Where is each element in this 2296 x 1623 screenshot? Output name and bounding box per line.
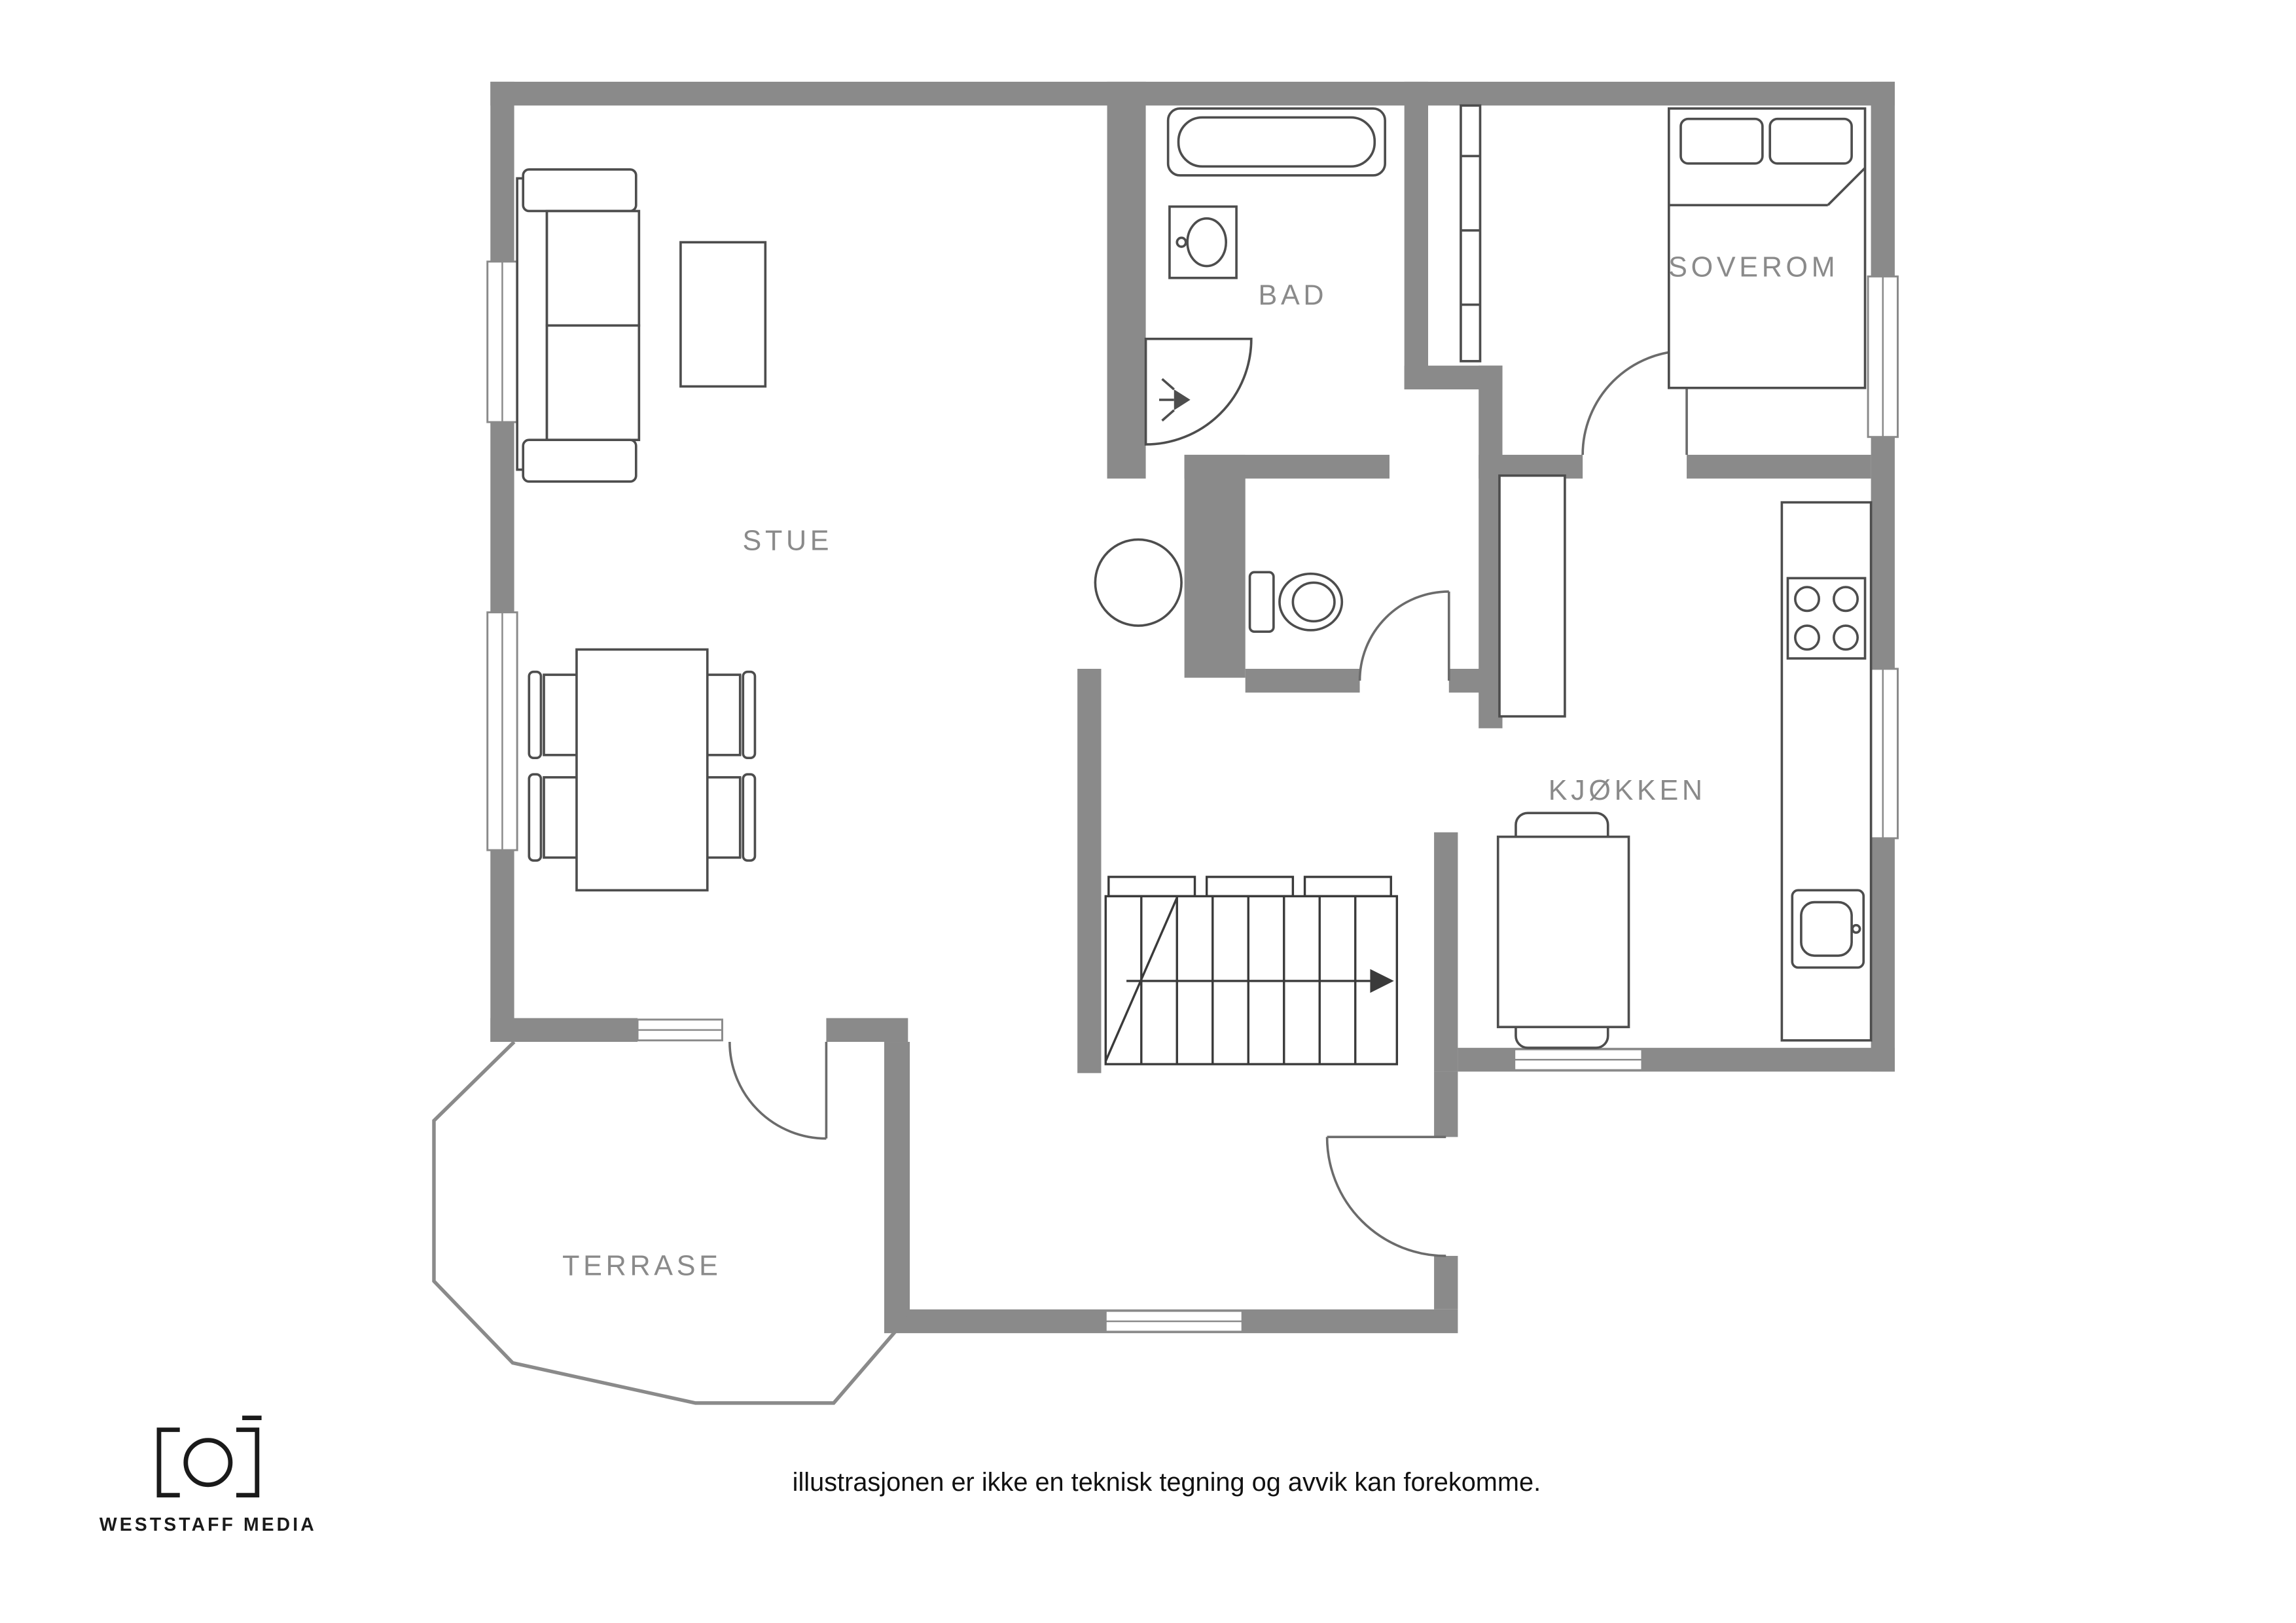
wall-stue-bottom-a xyxy=(490,1018,638,1043)
window-right-upper xyxy=(1867,275,1899,438)
wc-door xyxy=(1358,590,1450,681)
wall-stue-bad xyxy=(1107,81,1146,479)
kitchen-sink xyxy=(1791,889,1865,969)
wall-wc-bottom-a xyxy=(1245,668,1360,693)
bed xyxy=(1668,107,1867,389)
wall-wc-left xyxy=(1184,454,1246,678)
room-label-kjokken: KJØKKEN xyxy=(1549,775,1706,806)
terrace-door xyxy=(728,1042,828,1140)
camera-brackets-icon xyxy=(156,1416,262,1498)
pillow xyxy=(1768,117,1853,165)
wall-soverom-bottom-b xyxy=(1687,454,1871,479)
stair-rail-segment xyxy=(1107,876,1196,898)
window-right-lower xyxy=(1867,668,1899,840)
sliding-door xyxy=(1460,104,1482,363)
walls xyxy=(490,81,1895,1334)
window-kitchen-bottom xyxy=(1513,1048,1643,1071)
window-hall-bottom xyxy=(1104,1310,1244,1333)
terrace-outline xyxy=(432,1041,910,1405)
window-left-upper xyxy=(486,260,518,423)
wall-right xyxy=(1871,81,1895,1072)
logo: WESTSTAFF MEDIA xyxy=(99,1416,317,1535)
toilet xyxy=(1248,571,1344,633)
stair-winder-line xyxy=(1104,897,1178,1062)
kitchen-table xyxy=(1496,835,1630,1029)
window-stue-bottom xyxy=(636,1018,723,1042)
wall-bad-soverom xyxy=(1404,81,1428,390)
wall-kitchen-divider xyxy=(1434,832,1458,1072)
stove xyxy=(1786,577,1867,660)
stair-rail-segment xyxy=(1303,876,1392,898)
wall-stue-bottom-b xyxy=(826,1018,908,1043)
window-left-lower xyxy=(486,611,518,851)
bathroom-sink xyxy=(1168,205,1238,279)
pillow xyxy=(1679,117,1764,165)
wall-entry-lower xyxy=(1434,1256,1458,1310)
dining-chair xyxy=(700,670,757,760)
dining-chair xyxy=(528,670,584,760)
windows xyxy=(486,260,1899,1333)
staircase xyxy=(1104,876,1399,1065)
wall-entry-upper xyxy=(1434,1071,1458,1137)
round-table xyxy=(1094,538,1183,627)
logo-text: WESTSTAFF MEDIA xyxy=(99,1514,317,1535)
showerhead-icon xyxy=(1174,389,1191,410)
dining-chair xyxy=(700,773,757,862)
dining-table xyxy=(575,648,709,892)
sofa xyxy=(516,168,641,483)
room-label-terrase: TERRASE xyxy=(562,1251,721,1282)
coffee-table xyxy=(679,241,767,388)
kitchen-dining-set xyxy=(1496,812,1630,1049)
dining-chair xyxy=(528,773,584,862)
room-label-soverom: SOVEROM xyxy=(1668,251,1839,283)
corner-shower xyxy=(1144,337,1253,446)
wall-lower-left xyxy=(884,1042,908,1317)
disclaimer-text: illustrasjonen er ikke en teknisk tegnin… xyxy=(793,1468,1541,1497)
bathtub xyxy=(1166,107,1386,177)
wall-left xyxy=(490,81,514,1043)
stair-direction-arrow xyxy=(1126,969,1394,993)
wall-hall-left xyxy=(1077,668,1102,1073)
room-label-bad: BAD xyxy=(1259,280,1328,312)
wall-top xyxy=(490,81,1895,106)
stair-rail-segment xyxy=(1205,876,1295,898)
room-labels: STUE BAD SOVEROM KJØKKEN TERRASE xyxy=(562,251,1839,1282)
room-label-stue: STUE xyxy=(743,525,833,556)
entry-door xyxy=(1325,1135,1446,1257)
dining-set xyxy=(528,648,757,892)
wardrobe-cabinet xyxy=(1498,474,1566,718)
